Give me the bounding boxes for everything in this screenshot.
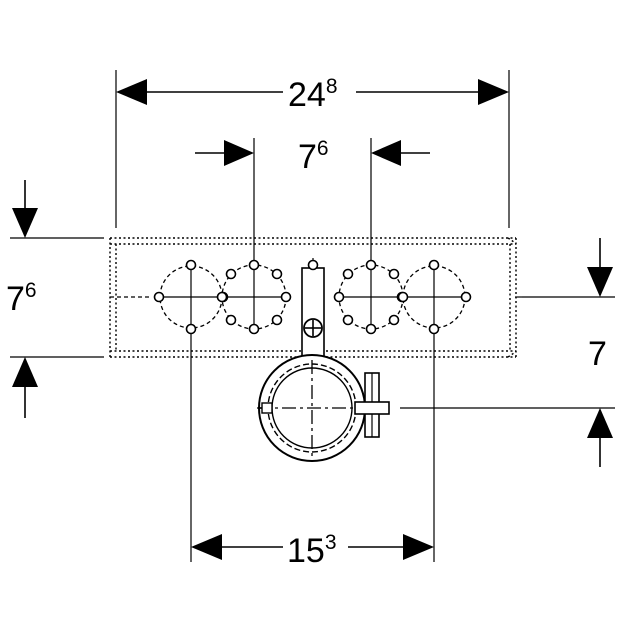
valve-spacing-dimension: 76 xyxy=(195,137,430,265)
inner-valve-right xyxy=(333,259,409,335)
arrowhead-bottom xyxy=(587,408,613,438)
arrowhead-left xyxy=(224,140,254,166)
arrowhead-top xyxy=(12,208,38,238)
height-left-label: 76 xyxy=(6,279,37,318)
mounting-hole xyxy=(342,268,354,280)
clamp-hinge xyxy=(261,402,273,414)
bracket-body xyxy=(301,267,325,359)
outer-valve-right xyxy=(396,259,472,335)
mounting-hole xyxy=(280,291,292,303)
outer-spacing-label: 153 xyxy=(287,531,337,570)
outer-valve-left xyxy=(153,259,229,335)
mounting-hole xyxy=(428,323,440,335)
mounting-hole xyxy=(365,323,377,335)
arrowhead-right xyxy=(478,79,509,105)
height-dimension-left: 76 xyxy=(6,180,104,418)
arrowhead-right xyxy=(371,140,401,166)
arrowhead-top xyxy=(587,267,613,297)
mounting-hole xyxy=(271,268,283,280)
arrowhead-left xyxy=(191,534,222,560)
offset-right-label: 7 xyxy=(588,335,607,373)
overall-width-label: 248 xyxy=(288,75,338,114)
center-bracket xyxy=(298,258,328,359)
plate-corner xyxy=(507,237,517,245)
arrowhead-left xyxy=(116,79,147,105)
mounting-hole xyxy=(216,291,228,303)
outer-spacing-dimension: 153 xyxy=(190,328,435,570)
mounting-hole xyxy=(397,291,409,303)
mounting-hole xyxy=(428,259,440,271)
mounting-hole xyxy=(271,314,283,326)
mounting-hole xyxy=(225,314,237,326)
mounting-hole xyxy=(248,323,260,335)
mounting-hole xyxy=(185,323,197,335)
overall-width-dimension: 248 xyxy=(115,70,510,228)
pipe-clamp xyxy=(257,354,390,462)
mounting-hole xyxy=(460,291,472,303)
inner-valve-left xyxy=(216,259,292,335)
mounting-hole xyxy=(307,259,319,271)
mounting-hole xyxy=(342,314,354,326)
arrowhead-bottom xyxy=(12,357,38,387)
mounting-hole xyxy=(388,314,400,326)
plate-corner xyxy=(507,350,517,358)
mounting-hole xyxy=(333,291,345,303)
mounting-hole xyxy=(388,268,400,280)
mounting-hole xyxy=(248,259,260,271)
arrowhead-right xyxy=(403,534,434,560)
mounting-hole xyxy=(185,259,197,271)
offset-dimension-right: 7 xyxy=(400,238,615,467)
valve-spacing-label: 76 xyxy=(298,137,329,176)
mounting-hole xyxy=(225,268,237,280)
mounting-hole xyxy=(365,259,377,271)
mounting-hole xyxy=(153,291,165,303)
clamp-nut xyxy=(354,401,390,415)
